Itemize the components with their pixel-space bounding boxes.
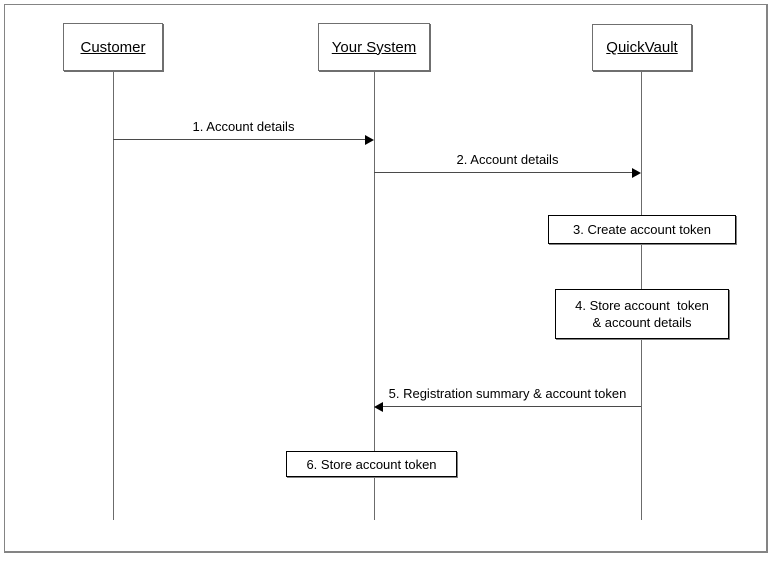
lifeline-customer: [113, 71, 114, 520]
message-1-label: 1. Account details: [192, 119, 295, 134]
action-box-store-account-token: 6. Store account token: [286, 451, 457, 477]
lifeline-your-system: [374, 71, 375, 520]
actor-label-customer: Customer: [80, 38, 146, 56]
diagram-border: [4, 4, 768, 553]
action-box-create-account-token: 3. Create account token: [548, 215, 736, 244]
action-4-label-line2: & account details: [592, 315, 692, 330]
action-4-label-line1: 4. Store account token: [575, 298, 709, 313]
message-5-line: [382, 406, 641, 407]
action-box-store-account-token-details: 4. Store account token & account details: [555, 289, 729, 339]
actor-box-customer: Customer: [63, 23, 163, 71]
message-5-arrowhead-icon: [374, 402, 383, 412]
actor-box-quickvault: QuickVault: [592, 24, 692, 71]
actor-label-quickvault: QuickVault: [606, 39, 678, 56]
message-2-line: [374, 172, 633, 173]
actor-label-your-system: Your System: [331, 38, 417, 56]
message-1-line: [113, 139, 366, 140]
action-3-label: 3. Create account token: [572, 222, 712, 237]
message-1-arrowhead-icon: [365, 135, 374, 145]
actor-box-your-system: Your System: [318, 23, 430, 71]
message-2-arrowhead-icon: [632, 168, 641, 178]
action-6-label: 6. Store account token: [306, 456, 437, 472]
message-2-label: 2. Account details: [456, 152, 559, 167]
message-5-label: 5. Registration summary & account token: [388, 386, 627, 401]
